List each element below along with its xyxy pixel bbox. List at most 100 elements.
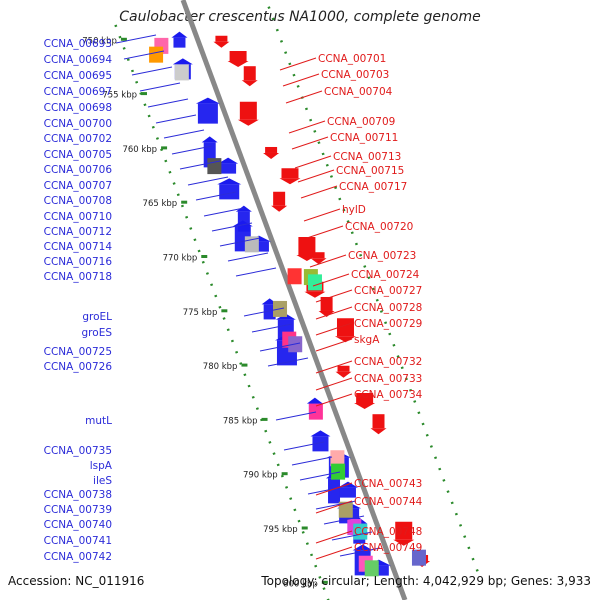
gene-label-right[interactable]: CCNA_00743	[354, 478, 422, 490]
gene-label-left[interactable]: CCNA_00741	[44, 535, 112, 547]
gene-label-right[interactable]: CCNA_00709	[327, 116, 395, 128]
gene-block[interactable]	[338, 501, 353, 518]
gene-block[interactable]	[331, 463, 346, 480]
forward-gene[interactable]	[339, 487, 356, 498]
gene-block[interactable]	[207, 158, 222, 175]
reverse-gene[interactable]	[298, 236, 316, 255]
gene-block[interactable]	[287, 268, 302, 285]
forward-gene[interactable]	[220, 163, 237, 174]
gene-label-right[interactable]: CCNA_00727	[354, 285, 422, 297]
gene-label-left[interactable]: CCNA_00716	[44, 256, 113, 268]
gene-block[interactable]	[330, 450, 345, 467]
gene-label-left[interactable]: ileS	[93, 475, 112, 487]
forward-gene-arrowhead	[310, 430, 331, 437]
gene-block[interactable]	[364, 560, 379, 577]
gene-label-left[interactable]: CCNA_00693	[44, 38, 112, 50]
gene-label-right[interactable]: CCNA_00734	[354, 389, 423, 401]
gene-label-left[interactable]: CCNA_00708	[44, 195, 112, 207]
reverse-gene[interactable]	[356, 392, 374, 403]
reverse-gene[interactable]	[336, 318, 354, 337]
gene-label-left[interactable]: CCNA_00725	[44, 346, 112, 358]
gene-label-left[interactable]: CCNA_00705	[44, 149, 112, 161]
forward-gene[interactable]	[173, 37, 186, 48]
reverse-gene-arrowhead	[241, 80, 258, 87]
gene-label-left[interactable]: CCNA_00698	[44, 102, 112, 114]
genome-title: Caulobacter crescentus NA1000, complete …	[119, 9, 481, 25]
gene-label-right[interactable]: CCNA_00703	[321, 69, 389, 81]
reverse-gene[interactable]	[281, 168, 299, 179]
gene-label-left[interactable]: mutL	[85, 415, 112, 427]
forward-gene[interactable]	[312, 436, 329, 452]
forward-gene[interactable]	[219, 184, 240, 200]
gene-label-left[interactable]: CCNA_00739	[44, 504, 112, 516]
gene-label-left[interactable]: CCNA_00714	[44, 241, 113, 253]
forward-gene[interactable]	[197, 103, 218, 124]
gene-label-right[interactable]: CCNA_00733	[354, 373, 422, 385]
gene-label-left[interactable]: groES	[82, 327, 113, 339]
gene-label-left[interactable]: lspA	[90, 460, 113, 472]
gene-label-right[interactable]: CCNA_00732	[354, 356, 422, 368]
gene-label-left[interactable]: CCNA_00742	[44, 551, 112, 563]
gene-label-right[interactable]: hylD	[342, 204, 366, 216]
gene-block[interactable]	[411, 549, 426, 566]
gene-label-left[interactable]: CCNA_00707	[44, 180, 112, 192]
gene-label-left[interactable]: CCNA_00735	[44, 445, 112, 457]
reverse-gene[interactable]	[239, 101, 257, 120]
reverse-gene[interactable]	[229, 50, 247, 61]
gene-label-left[interactable]: CCNA_00712	[44, 226, 112, 238]
gene-label-right[interactable]: CCNA_00713	[333, 151, 401, 163]
kbp-tick-mark	[181, 200, 188, 204]
forward-gene[interactable]	[328, 478, 341, 504]
gene-label-left[interactable]: CCNA_00740	[44, 519, 112, 531]
gene-label-left[interactable]: CCNA_00710	[44, 211, 112, 223]
gene-label-connector-left	[243, 307, 285, 317]
gene-label-right[interactable]: CCNA_00715	[336, 165, 404, 177]
gene-label-right[interactable]: CCNA_00724	[351, 269, 420, 281]
gene-label-left[interactable]: CCNA_00706	[44, 164, 113, 176]
gene-label-right[interactable]: CCNA_00723	[348, 250, 416, 262]
reverse-gene[interactable]	[273, 191, 286, 206]
reverse-gene[interactable]	[372, 414, 385, 429]
kbp-tick-label: 780 kbp	[203, 362, 238, 372]
kbp-tick-label: 795 kbp	[263, 525, 298, 535]
gene-label-left[interactable]: CCNA_00697	[44, 86, 112, 98]
gene-label-left[interactable]: CCNA_00726	[44, 361, 113, 373]
reverse-gene[interactable]	[215, 35, 228, 42]
gene-label-connector-left	[227, 252, 269, 262]
gene-block[interactable]	[149, 46, 164, 63]
reverse-gene[interactable]	[265, 146, 278, 153]
gene-label-right[interactable]: CCNA_00744	[354, 496, 423, 508]
forward-gene[interactable]	[263, 304, 276, 320]
gene-label-right[interactable]: CCNA_00728	[354, 302, 422, 314]
reverse-gene[interactable]	[243, 66, 256, 81]
gene-block[interactable]	[174, 64, 189, 81]
gene-label-right[interactable]: CCNA_00717	[339, 181, 407, 193]
gene-label-connector-left	[251, 323, 293, 333]
gene-label-right[interactable]: CCNA_00748	[354, 526, 422, 538]
gene-label-left[interactable]: CCNA_00694	[44, 54, 113, 66]
gene-label-left[interactable]: CCNA_00695	[44, 70, 112, 82]
gene-label-right[interactable]: CCNA_00749	[354, 542, 422, 554]
gene-label-right[interactable]: CCNA_00720	[345, 221, 413, 233]
gene-block[interactable]	[353, 523, 368, 540]
gene-label-left[interactable]: CCNA_00700	[44, 118, 112, 130]
reverse-gene[interactable]	[337, 365, 350, 372]
gene-label-left[interactable]: CCNA_00702	[44, 133, 112, 145]
gene-label-connector-left	[187, 176, 229, 186]
gene-label-right[interactable]: CCNA_00729	[354, 318, 422, 330]
reverse-gene[interactable]	[320, 296, 333, 311]
gene-block[interactable]	[307, 274, 322, 291]
forward-gene-arrowhead	[172, 58, 193, 65]
gene-label-right[interactable]: CCNA_00701	[318, 53, 386, 65]
reverse-gene[interactable]	[312, 252, 325, 259]
gene-label-connector-left	[259, 342, 301, 352]
gene-label-right[interactable]: CCNA_00711	[330, 132, 398, 144]
gene-label-left[interactable]: CCNA_00718	[44, 271, 112, 283]
gene-label-left[interactable]: CCNA_00738	[44, 489, 112, 501]
forward-gene-arrowhead	[217, 178, 242, 185]
gene-label-right[interactable]: CCNA_00704	[324, 86, 393, 98]
gene-label-right[interactable]: skgA	[354, 334, 380, 346]
reverse-gene[interactable]	[395, 521, 413, 540]
gene-label-left[interactable]: groEL	[82, 311, 112, 323]
